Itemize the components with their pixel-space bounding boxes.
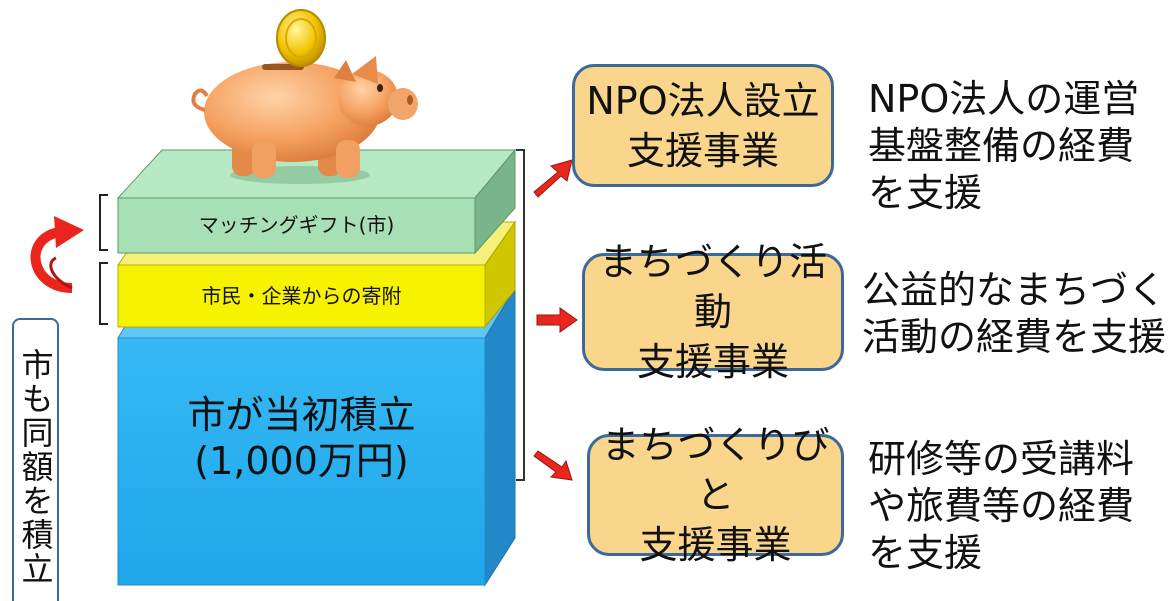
program-box-npo: NPO法人設立 支援事業 [572, 64, 834, 187]
piggy-bank-icon [191, 56, 418, 184]
right-bracket [516, 149, 525, 481]
program-title-line1: まちづくり活動 [598, 240, 827, 334]
arrow-to-machizukuribito [533, 450, 573, 481]
program-title-line2: 支援事業 [636, 340, 789, 384]
program-title-line2: 支援事業 [639, 523, 792, 567]
program-desc-npo: NPO法人の運営 基盤整備の経費 を支援 [868, 76, 1139, 217]
coin-icon [276, 9, 326, 67]
program-desc-machizukuri: 公益的なまちづくり 活動の経費を支援 [862, 267, 1170, 361]
program-box-machizukuri: まちづくり活動 支援事業 [582, 240, 844, 384]
desc-line: 研修等の受講料 [868, 437, 1135, 481]
arrow-to-npo [533, 159, 573, 198]
program-title-line1: まちづくりびと [601, 423, 830, 517]
left-brackets [99, 194, 108, 325]
program-title-line1: NPO法人設立 [586, 78, 820, 123]
curved-arrow-icon [30, 216, 84, 293]
program-title-line2: 支援事業 [626, 128, 779, 173]
desc-line: を支援 [868, 531, 983, 575]
program-box-machizukuribito: まちづくりびと 支援事業 [587, 423, 844, 567]
side-label: 市も同額を積立 [16, 348, 55, 586]
city-fund-label-line1: 市が当初積立 [187, 393, 416, 437]
side-label-box: 市も同額を積立 [12, 318, 59, 601]
arrow-to-machizukuri [536, 307, 578, 333]
desc-line: を支援 [868, 171, 983, 215]
desc-line: 活動の経費を支援 [862, 315, 1167, 359]
desc-line: や旅費等の経費 [868, 484, 1135, 528]
desc-line: NPO法人の運営 [868, 77, 1140, 121]
desc-line: 公益的なまちづくり [862, 268, 1170, 312]
donations-label: 市民・企業からの寄附 [201, 284, 402, 308]
city-fund-label-line2: (1,000万円) [194, 439, 409, 483]
program-desc-machizukuribito: 研修等の受講料 や旅費等の経費 を支援 [868, 436, 1134, 577]
desc-line: 基盤整備の経費 [868, 124, 1135, 168]
matching-gift-label: マッチングギフト(市) [198, 213, 395, 237]
